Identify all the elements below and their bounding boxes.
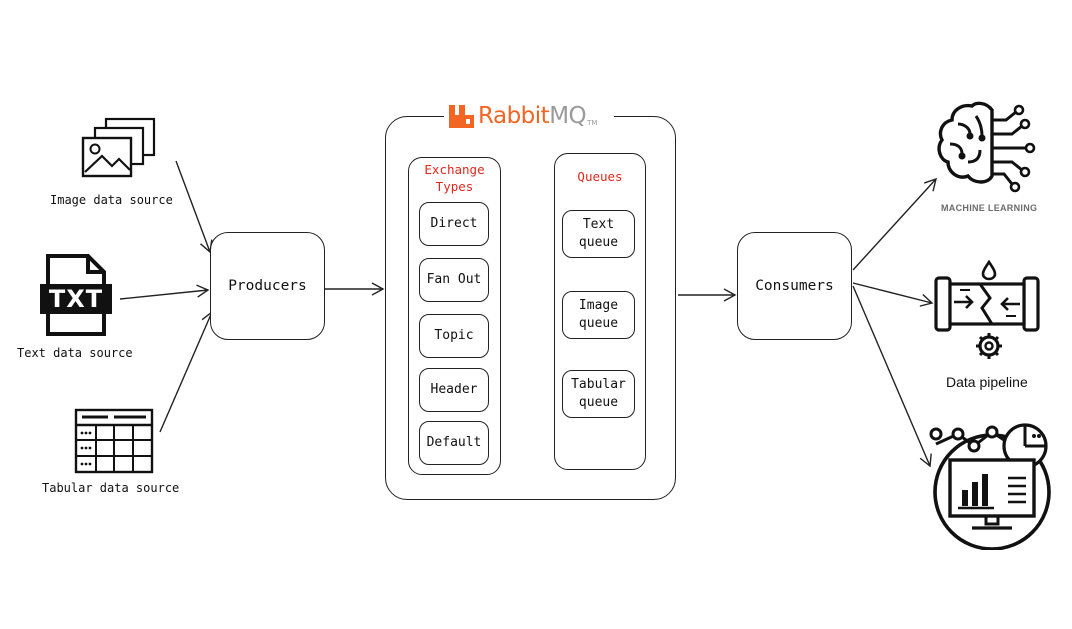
rabbitmq-logo-text-rabbit: Rabbit bbox=[478, 103, 550, 129]
producers-node: Producers bbox=[210, 232, 325, 340]
machine-learning-icon bbox=[936, 100, 1040, 200]
exchange-default: Default bbox=[419, 421, 489, 465]
exchange-title-line1: Exchange bbox=[424, 162, 485, 177]
analytics-dashboard-icon bbox=[928, 420, 1058, 554]
data-pipeline-icon bbox=[932, 259, 1044, 368]
tabular-source-label: Tabular data source bbox=[42, 481, 180, 495]
queue-tabular-line2: queue bbox=[578, 395, 619, 410]
exchange-header: Header bbox=[419, 368, 489, 412]
queue-image: Image queue bbox=[562, 291, 635, 339]
arrow-consumers-to-ml bbox=[852, 177, 937, 271]
queues-title: Queues bbox=[577, 168, 623, 184]
queue-image-line2: queue bbox=[578, 316, 619, 331]
text-source-label: Text data source bbox=[17, 346, 133, 360]
consumers-node: Consumers bbox=[737, 232, 852, 340]
exchange-fanout: Fan Out bbox=[419, 258, 489, 302]
txt-icon-text: TXT bbox=[48, 285, 104, 313]
txt-file-icon: TXT bbox=[38, 254, 114, 340]
exchange-direct: Direct bbox=[419, 202, 489, 246]
queue-image-line1: Image bbox=[578, 298, 619, 313]
arrow-consumers-to-pipeline bbox=[852, 282, 934, 307]
image-source-label: Image data source bbox=[50, 193, 173, 207]
rabbitmq-logo-tm: TM bbox=[587, 119, 598, 127]
rabbitmq-logo-icon bbox=[449, 105, 474, 128]
queue-text-line2: queue bbox=[578, 235, 619, 250]
exchange-types-title: Exchange Types bbox=[408, 159, 501, 197]
exchange-topic: Topic bbox=[419, 314, 489, 358]
exchange-title-line2: Types bbox=[435, 179, 474, 194]
queue-tabular-line1: Tabular bbox=[571, 377, 626, 392]
arrow-consumers-to-dashboard bbox=[852, 285, 932, 468]
machine-learning-label: MACHINE LEARNING bbox=[941, 203, 1038, 213]
rabbitmq-logo: Rabbit MQ TM bbox=[444, 100, 614, 132]
producers-label: Producers bbox=[228, 278, 307, 294]
table-icon bbox=[74, 408, 154, 478]
image-source-icon bbox=[80, 116, 158, 186]
arrow-text-to-producers bbox=[119, 284, 210, 300]
consumers-label: Consumers bbox=[755, 278, 834, 294]
rabbitmq-logo-text-mq: MQ bbox=[549, 103, 587, 129]
queue-tabular: Tabular queue bbox=[562, 370, 635, 418]
arrow-image-to-producers bbox=[175, 160, 213, 254]
queue-text: Text queue bbox=[562, 210, 635, 258]
queue-text-line1: Text bbox=[582, 217, 615, 232]
arrow-tabular-to-producers bbox=[159, 310, 214, 433]
data-pipeline-label: Data pipeline bbox=[946, 374, 1028, 390]
